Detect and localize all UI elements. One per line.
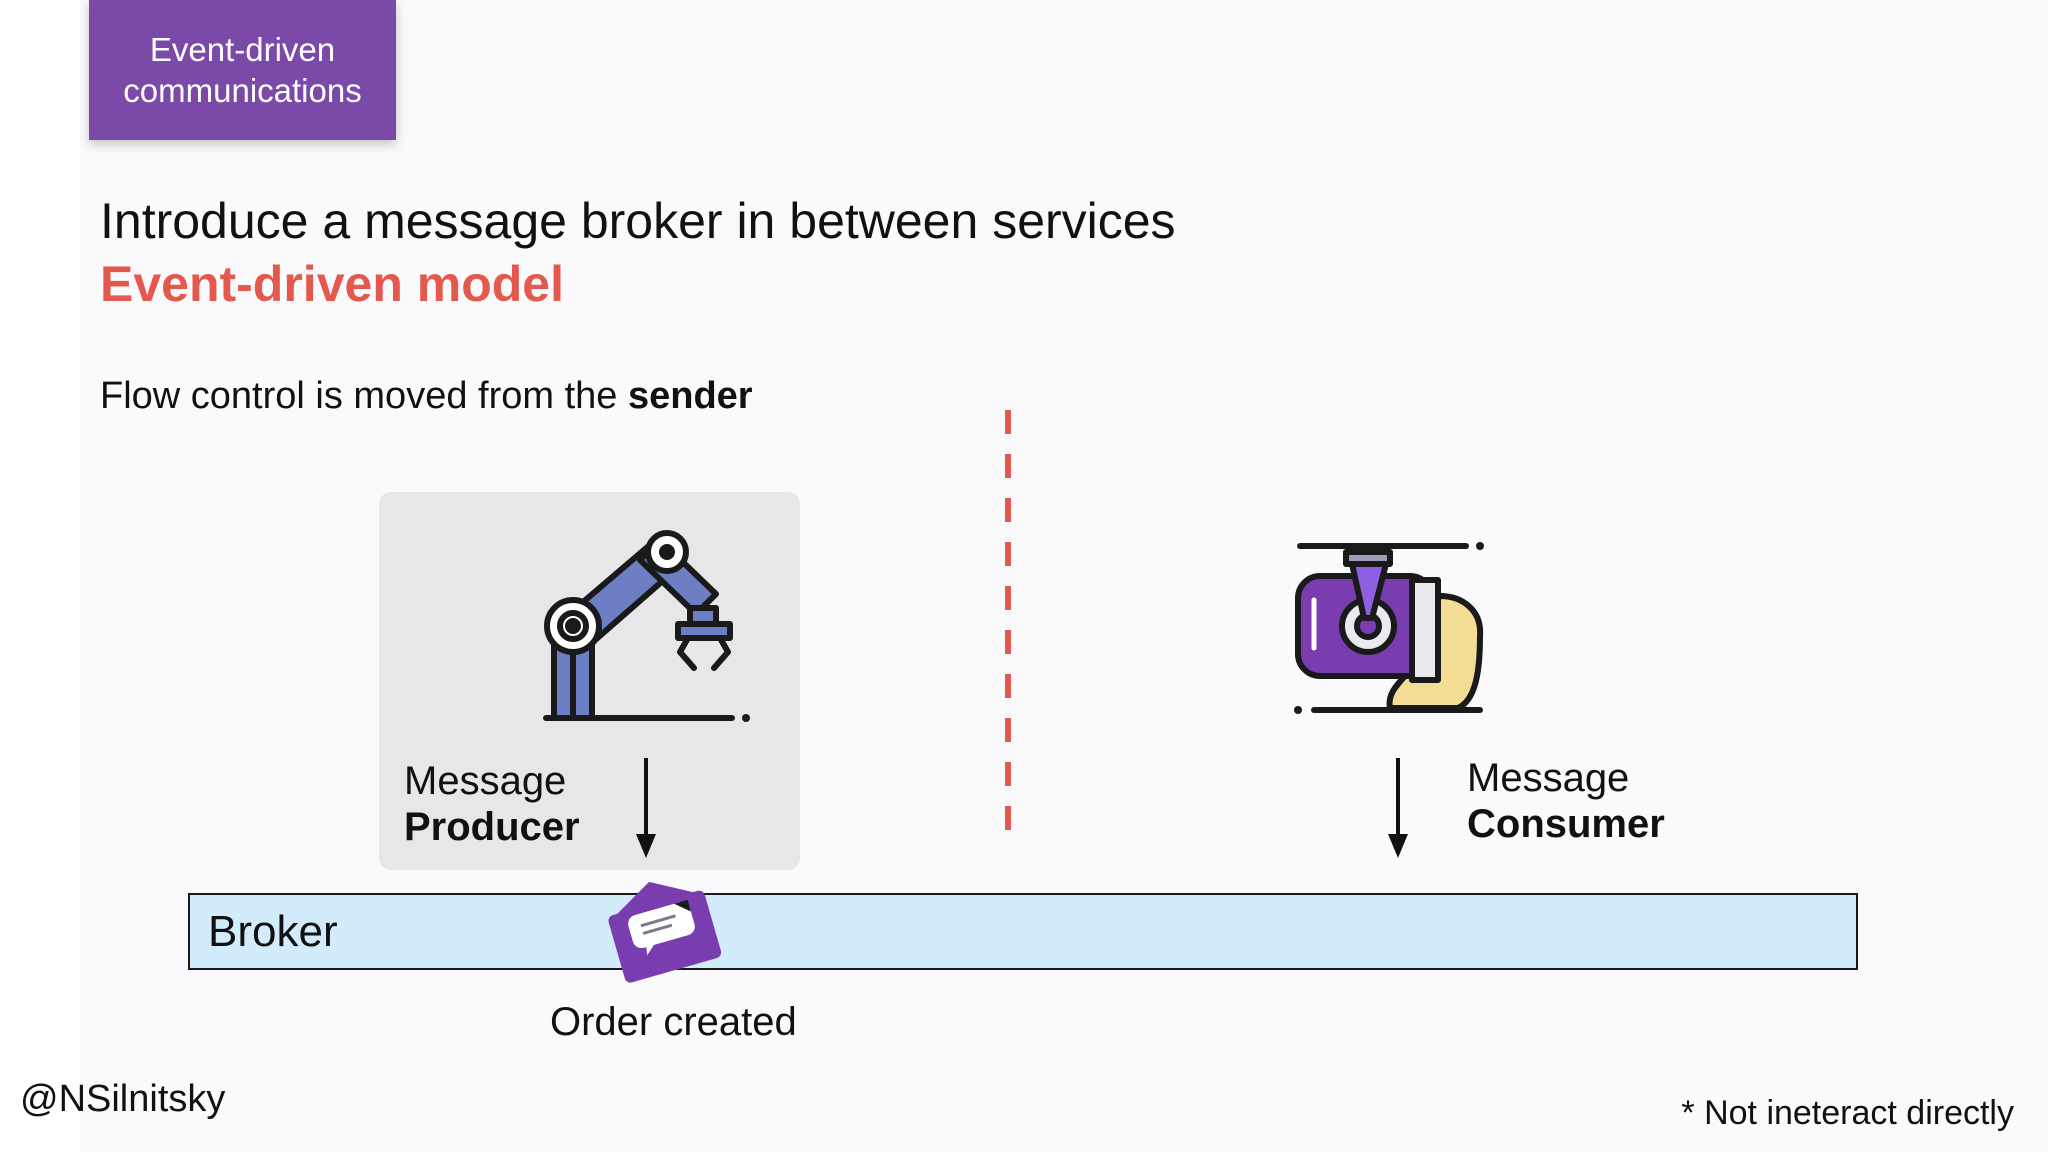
flow-note-text: Flow control is moved from the: [100, 375, 628, 417]
producer-label-line2: Producer: [404, 805, 580, 849]
author-handle: @NSilnitsky: [20, 1078, 226, 1120]
service-boundary-divider: [1005, 410, 1011, 842]
slide-title: Introduce a message broker in between se…: [100, 193, 1176, 249]
broker-bar: Broker: [188, 893, 1858, 970]
slide-background: [80, 0, 2048, 1152]
footnote: * Not ineteract directly: [1681, 1094, 2014, 1132]
envelope-message-icon: [608, 881, 722, 983]
flow-note-emphasis: sender: [627, 375, 753, 417]
broker-label: Broker: [208, 907, 338, 956]
producer-label: Message Producer: [404, 758, 580, 850]
machine-consumer-icon: [1294, 542, 1484, 714]
robotic-arm-icon: [543, 530, 750, 722]
consumer-label-line2: Consumer: [1467, 802, 1665, 846]
consumer-label: Message Consumer: [1467, 755, 1665, 847]
section-tag: Event-driven communications: [89, 0, 396, 140]
event-label: Order created: [550, 1000, 797, 1044]
slide-subtitle: Event-driven model: [100, 256, 564, 312]
producer-down-arrow: [636, 758, 656, 858]
producer-label-line1: Message: [404, 759, 567, 803]
consumer-down-arrow: [1388, 758, 1408, 858]
consumer-label-line1: Message: [1467, 756, 1630, 800]
flow-control-note: Flow control is moved from the sender: [100, 375, 753, 418]
section-tag-line2: communications: [123, 72, 362, 109]
section-tag-line1: Event-driven: [149, 31, 336, 68]
